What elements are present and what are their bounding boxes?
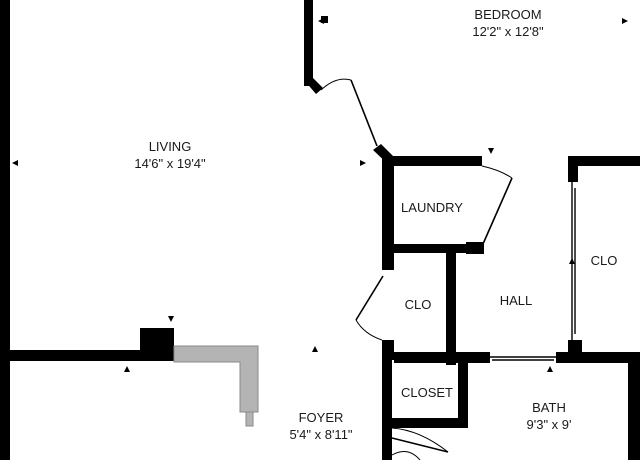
wall-closet-bottom [392, 418, 468, 428]
column [140, 328, 174, 361]
door-bedroom-swing [320, 78, 352, 91]
room-label-foyer: FOYER 5'4" x 8'11" [276, 409, 366, 443]
room-name: LAUNDRY [401, 200, 463, 215]
room-dimensions: 9'3" x 9' [526, 417, 572, 432]
wall-living-bottom [10, 350, 140, 361]
marker-bedroom-right [622, 18, 628, 24]
room-dimensions: 12'2" x 12'8" [472, 24, 544, 39]
marker-bath-top [547, 366, 553, 372]
door-hall-closet [355, 275, 384, 321]
room-label-living: LIVING 14'6" x 19'4" [120, 138, 220, 172]
room-label-hall: HALL [494, 292, 538, 309]
wall-laundry-jamb [466, 242, 484, 254]
room-label-clo-right: CLO [584, 252, 624, 269]
room-label-clo-hall: CLO [398, 296, 438, 313]
door-bedroom [350, 79, 378, 147]
room-name: HALL [499, 293, 533, 308]
marker-laundry-top [488, 148, 494, 154]
room-label-laundry: LAUNDRY [394, 199, 470, 216]
door-closet [391, 437, 449, 453]
wall-right-closet-left [568, 156, 578, 182]
marker-foyer-top [312, 346, 318, 352]
room-name: FOYER [298, 410, 344, 425]
wall-bath-top [556, 352, 640, 363]
door-laundry-swing [481, 165, 513, 179]
room-name: BEDROOM [474, 7, 542, 22]
room-label-closet: CLOSET [396, 384, 458, 401]
room-name: CLO [590, 253, 618, 268]
wall-closet-top [394, 352, 490, 363]
room-label-bedroom: BEDROOM 12'2" x 12'8" [458, 6, 558, 40]
wall-laundry-bottom [382, 244, 466, 253]
wall-laundry-left [382, 156, 394, 270]
marker-living-bottom [124, 366, 130, 372]
room-name: LIVING [148, 139, 192, 154]
marker-column-top [168, 316, 174, 322]
room-dimensions: 14'6" x 19'4" [134, 156, 206, 171]
door-entry-swing [391, 450, 421, 460]
wall-living-left [0, 0, 10, 460]
kitchen-counter [173, 345, 259, 413]
door-closet-swing [391, 427, 449, 453]
room-name: CLO [404, 297, 432, 312]
wall-laundry-top [382, 156, 482, 166]
wall-hall-closet-right [446, 253, 456, 365]
marker-living-left [12, 160, 18, 166]
wall-bedroom-stub [321, 16, 328, 23]
marker-bedroom-left [318, 18, 324, 24]
wall-bedroom-left [304, 0, 313, 86]
door-laundry [482, 177, 513, 245]
marker-living-right [360, 160, 366, 166]
wall-bedroom-corner [304, 78, 323, 94]
room-label-bath: BATH 9'3" x 9' [509, 399, 589, 433]
room-dimensions: 5'4" x 8'11" [289, 427, 353, 442]
marker-right-closet [569, 258, 575, 264]
door-hall-closet-swing [355, 319, 383, 341]
wall-closet-left [382, 352, 392, 460]
wall-bath-right [628, 352, 640, 460]
wall-closet-right [458, 356, 468, 428]
counter-end [245, 411, 254, 427]
wall-right-closet-top [568, 156, 640, 166]
room-name: CLOSET [400, 385, 453, 400]
room-name: BATH [532, 400, 566, 415]
